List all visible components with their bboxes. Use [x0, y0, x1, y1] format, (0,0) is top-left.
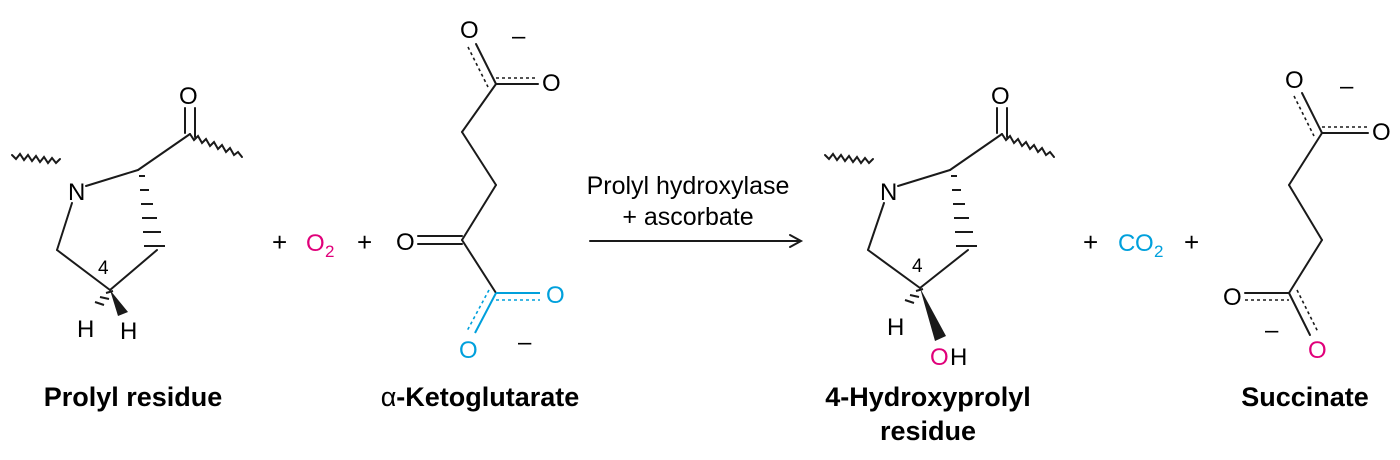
carboxylate-oxygen: O [459, 337, 478, 364]
hydrogen-atom: H [887, 314, 904, 341]
ketone-oxygen: O [396, 229, 415, 256]
hydrogen-atom: H [120, 318, 137, 345]
negative-charge: – [1265, 317, 1279, 344]
hydroxyl-hydrogen: H [950, 344, 967, 371]
hydroxyprolyl-label-line2: residue [880, 416, 976, 446]
negative-charge: – [1340, 73, 1354, 100]
wedge-bond [920, 288, 946, 341]
succinate-label: Succinate [1241, 382, 1369, 412]
hashed-bond-h [94, 290, 114, 306]
hydrogen-atom: H [77, 316, 94, 343]
cofactor-label: + ascorbate [622, 203, 753, 231]
carboxylate-oxygen: O [1308, 337, 1327, 364]
alpha-ketoglutarate-structure: O – O O O O – [396, 17, 565, 364]
co2-symbol-c: C [1118, 230, 1135, 257]
wedge-bond [110, 290, 128, 316]
hydroxyl-oxygen: O [930, 344, 949, 371]
hashed-bond-h [904, 288, 924, 304]
co2-symbol-o: O [1135, 230, 1154, 257]
hydroxyprolyl-label-line1: 4-Hydroxyprolyl [825, 382, 1031, 412]
carboxylate-oxygen: O [460, 17, 479, 44]
enzyme-label: Prolyl hydroxylase [587, 172, 790, 200]
carbon-number: 4 [912, 256, 923, 277]
alpha-ketoglutarate-label: α-Ketoglutarate [381, 382, 580, 412]
carboxylate-oxygen: O [1372, 119, 1391, 146]
carbonyl-oxygen: O [179, 83, 198, 110]
plus-sign: + [1184, 227, 1199, 257]
carbon-dioxide: C O 2 [1118, 230, 1163, 261]
o2-symbol: O [306, 230, 325, 257]
plus-sign: + [272, 227, 287, 257]
o2-subscript: 2 [325, 242, 334, 261]
negative-charge: – [518, 329, 532, 356]
carboxylate-oxygen: O [1285, 67, 1304, 94]
negative-charge: – [512, 23, 526, 50]
hashed-bond [139, 175, 165, 247]
hashed-bond [951, 175, 977, 247]
oxygen-molecule: O 2 [306, 230, 334, 261]
succinate-structure: O – O O O – [1223, 67, 1391, 364]
carbon-number: 4 [98, 258, 109, 279]
carboxylate-oxygen: O [1223, 284, 1242, 311]
plus-sign: + [357, 227, 372, 257]
nitrogen-atom: N [880, 179, 897, 206]
nitrogen-atom: N [68, 179, 85, 206]
carboxylate-oxygen: O [546, 282, 565, 309]
carbonyl-oxygen: O [991, 83, 1010, 110]
plus-sign: + [1083, 227, 1098, 257]
reaction-arrow: Prolyl hydroxylase + ascorbate [587, 172, 804, 248]
alpha-symbol: α [381, 382, 397, 412]
co2-subscript: 2 [1154, 242, 1163, 261]
hydroxyprolyl-residue-structure: N O 4 H O H [824, 83, 1055, 371]
carboxylate-oxygen: O [542, 70, 561, 97]
prolyl-residue-label: Prolyl residue [44, 382, 223, 412]
ketoglutarate-name: -Ketoglutarate [396, 382, 579, 412]
prolyl-residue-structure: N O 4 H H [11, 83, 243, 345]
